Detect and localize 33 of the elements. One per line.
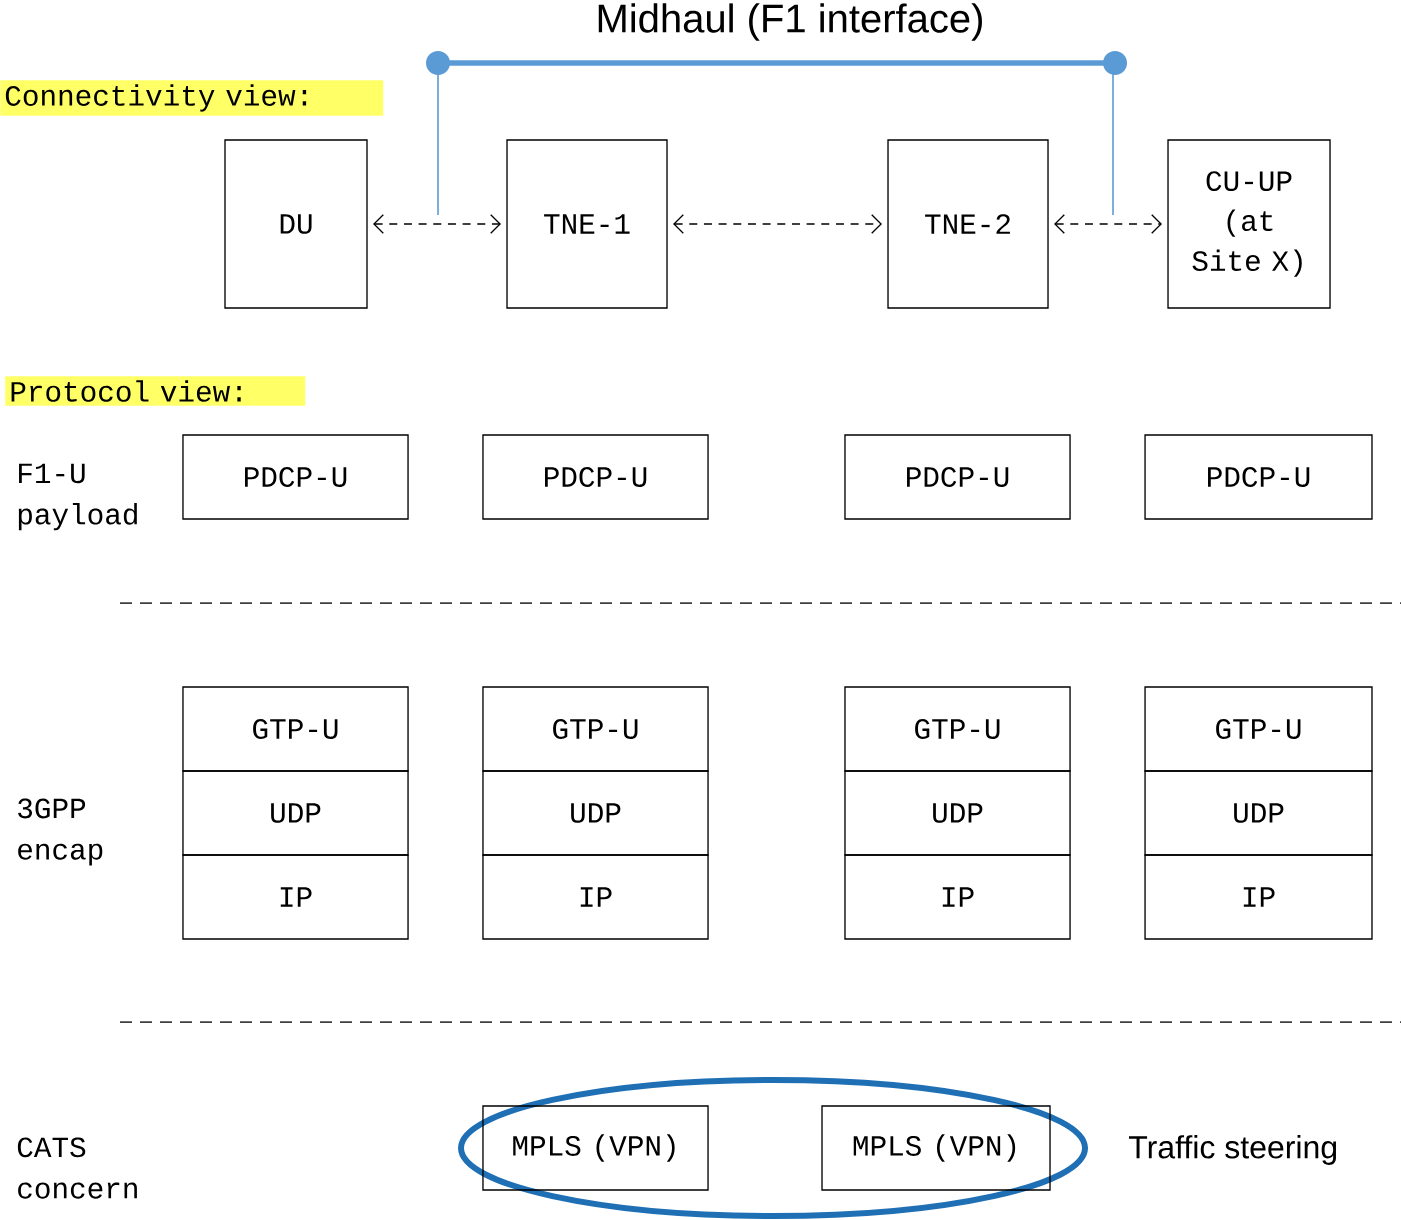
protocol-box: IP xyxy=(844,854,1071,940)
protocol-box: GTP-U xyxy=(1144,686,1373,772)
device-box: TNE-1 xyxy=(506,139,668,309)
arrow xyxy=(373,214,501,234)
protocol-box: PDCP-U xyxy=(844,434,1071,520)
protocol-box: MPLS (VPN) xyxy=(482,1105,709,1191)
device-box: CU-UP (at Site X) xyxy=(1167,139,1331,309)
arrow xyxy=(1054,214,1163,234)
row-label: 3GPP encap xyxy=(18,798,103,866)
view-heading: Protocol view: xyxy=(5,376,306,406)
protocol-box: UDP xyxy=(844,770,1071,856)
title: Midhaul (F1 interface) xyxy=(598,3,982,41)
protocol-box: MPLS (VPN) xyxy=(821,1105,1051,1191)
row-label: F1-U payload xyxy=(18,463,137,531)
protocol-box: UDP xyxy=(182,770,409,856)
protocol-box: UDP xyxy=(482,770,709,856)
protocol-box: PDCP-U xyxy=(1144,434,1373,520)
protocol-box: IP xyxy=(1144,854,1373,940)
protocol-box: UDP xyxy=(1144,770,1373,856)
protocol-box: GTP-U xyxy=(482,686,709,772)
protocol-box: GTP-U xyxy=(182,686,409,772)
arrow xyxy=(673,214,882,234)
protocol-box: PDCP-U xyxy=(182,434,409,520)
protocol-box: IP xyxy=(182,854,409,940)
device-box: DU xyxy=(224,139,368,309)
protocol-box: PDCP-U xyxy=(482,434,709,520)
view-heading: Connectivity view: xyxy=(0,80,384,116)
device-box: TNE-2 xyxy=(887,139,1049,309)
ellipse xyxy=(458,1077,1088,1219)
annotation: Traffic steering xyxy=(1129,1135,1337,1165)
protocol-box: IP xyxy=(482,854,709,940)
protocol-box: GTP-U xyxy=(844,686,1071,772)
row-label: CATS concern xyxy=(17,1137,137,1199)
